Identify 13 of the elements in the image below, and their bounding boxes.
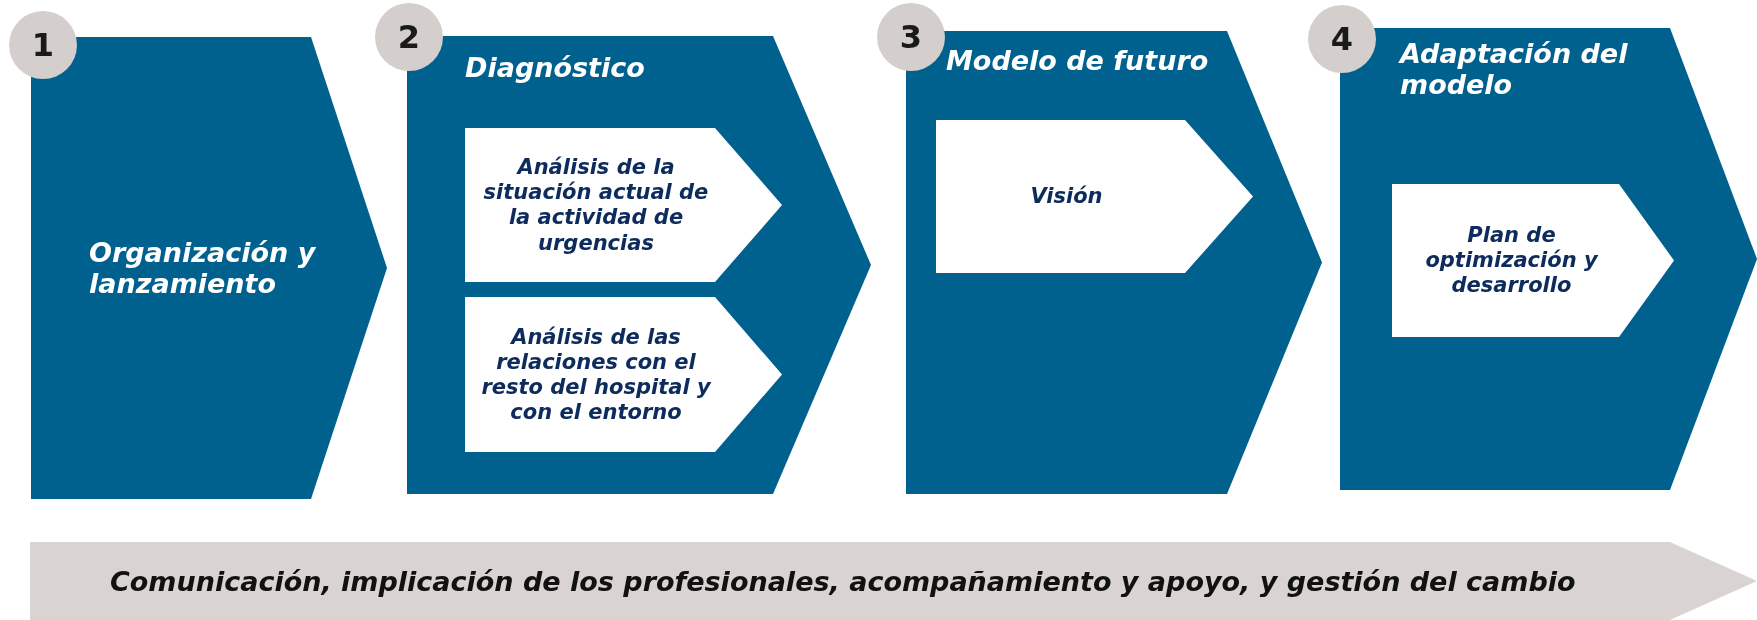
task-text: Análisis de la situación actual de la actividad de urgencias [482,154,710,256]
step-number: 3 [877,3,945,71]
phase-title: Diagnóstico [465,52,646,84]
band-text: Comunicación, implicación de los profesionales, acompañamiento y apoyo, y gestión del cambio [110,565,1576,597]
step-number: 4 [1308,5,1376,73]
phase-title: Organización y lanzamiento [89,236,317,300]
task-text: Visión [1029,183,1104,210]
phase-title: Adaptación del modelo [1400,38,1629,101]
task-text: Análisis de las relaciones con el resto del hospital y con el entorno [480,324,712,425]
step-number: 2 [375,3,443,71]
step-number: 1 [9,11,77,79]
task-text: Plan de optimización y desarrollo [1424,222,1599,299]
phase-title: Modelo de futuro [946,45,1210,77]
